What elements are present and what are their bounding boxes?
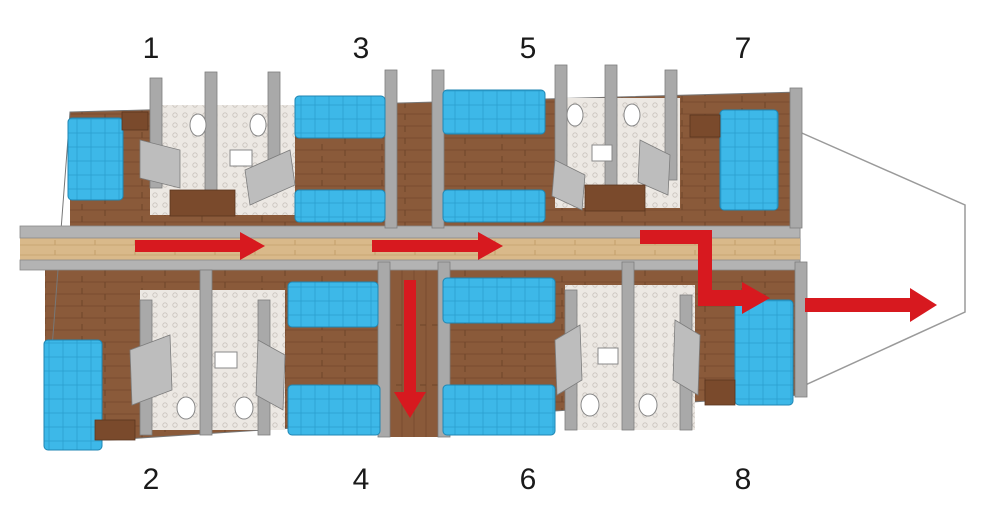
cabin-number-6: 6 (519, 463, 537, 496)
arrow-icon (135, 230, 937, 418)
corridor-wall-top (19, 225, 801, 239)
toilet-icon (176, 103, 658, 420)
bed-icon (43, 89, 794, 451)
bow-outline (789, 128, 966, 394)
cabin-number-4: 4 (352, 463, 370, 496)
cabin-number-2: 2 (142, 463, 160, 496)
cabin-number-1: 1 (142, 32, 160, 65)
cabin-number-3: 3 (352, 32, 370, 65)
sink-icon (214, 144, 619, 369)
cabin-number-5: 5 (519, 32, 537, 65)
cabin-number-8: 8 (734, 463, 752, 496)
cabin-number-7: 7 (734, 32, 752, 65)
corridor-wall-bottom (19, 259, 801, 271)
